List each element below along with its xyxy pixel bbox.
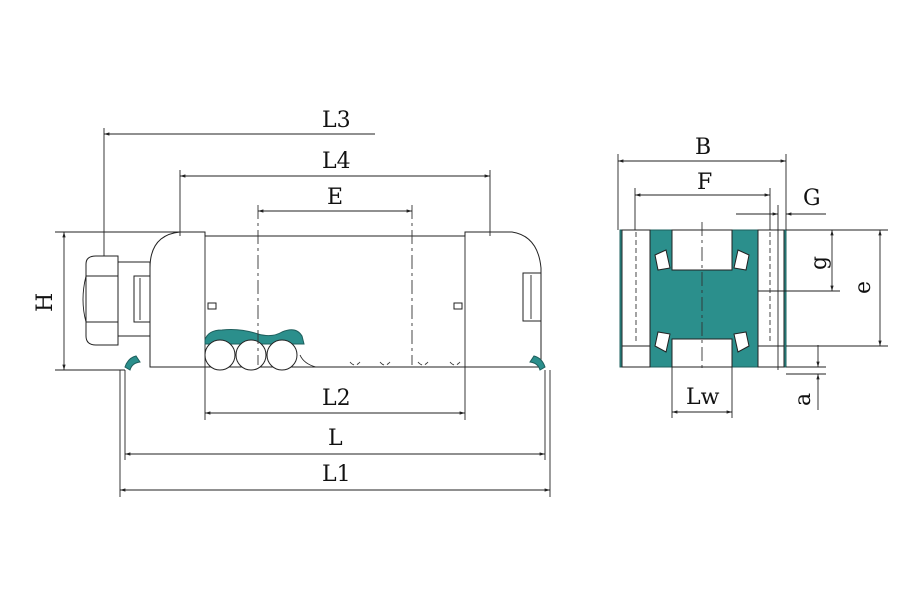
end-plug-right bbox=[522, 272, 542, 322]
side-dimensions: L3 L4 E H L2 L L1 bbox=[33, 108, 551, 497]
dim-label-L1: L1 bbox=[322, 462, 351, 487]
dim-label-E: E bbox=[327, 185, 343, 210]
dim-label-L4: L4 bbox=[322, 149, 351, 174]
dim-label-G: G bbox=[803, 186, 821, 211]
dim-label-L3: L3 bbox=[322, 108, 351, 133]
dim-label-Lw: Lw bbox=[686, 385, 720, 410]
dim-label-a: a bbox=[791, 393, 816, 406]
side-view bbox=[82, 205, 546, 371]
front-view bbox=[619, 222, 787, 372]
dim-label-F: F bbox=[697, 170, 712, 195]
dim-label-B: B bbox=[695, 135, 711, 160]
dim-label-H: H bbox=[33, 293, 58, 312]
seal-right bbox=[529, 355, 546, 371]
seal-left bbox=[124, 355, 141, 371]
grease-nipple-icon bbox=[82, 255, 151, 346]
dim-label-L: L bbox=[328, 426, 343, 451]
dim-label-e: e bbox=[851, 281, 876, 294]
roller-row bbox=[204, 339, 317, 371]
dim-label-L2: L2 bbox=[322, 386, 351, 411]
front-dimensions: B F G g e a Lw bbox=[617, 135, 888, 418]
dim-label-g: g bbox=[807, 256, 832, 270]
